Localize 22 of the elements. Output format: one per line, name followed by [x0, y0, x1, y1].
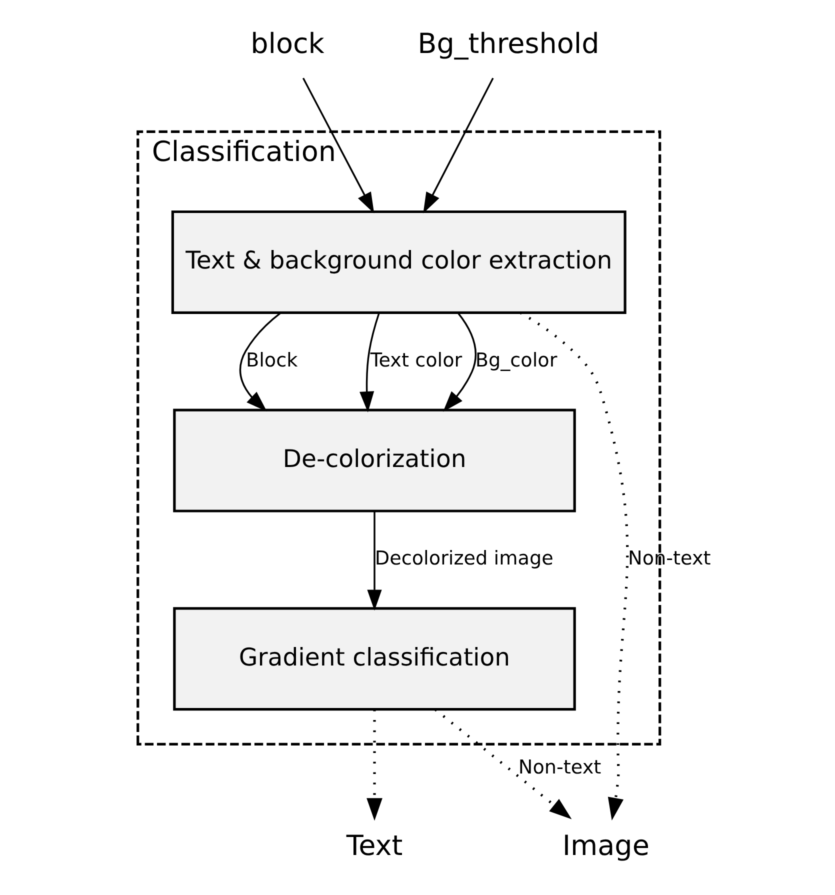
node-text: block — [250, 27, 324, 60]
node-text: Image — [562, 829, 649, 862]
arrow — [359, 312, 380, 412]
node-box: De-colorization — [172, 408, 576, 512]
arrow — [302, 78, 374, 214]
edge-label: Block — [245, 348, 298, 372]
edge-label: Text color — [370, 348, 462, 372]
edge-label: Non-text — [518, 755, 601, 778]
arrow — [238, 312, 280, 412]
arrow — [519, 312, 628, 820]
arrow — [366, 710, 382, 821]
arrow — [434, 708, 572, 820]
arrow — [442, 312, 476, 412]
node-text: Text — [346, 829, 402, 862]
arrow — [366, 511, 382, 611]
edge-label: Decolorized image — [374, 546, 553, 570]
arrow — [422, 78, 494, 214]
edge-label: Non-text — [628, 546, 710, 570]
node-text: Bg_threshold — [417, 27, 599, 60]
edge-label: Bg_color — [474, 348, 557, 372]
node-box: Gradient classification — [172, 607, 576, 711]
node-box: Text & background color extraction — [170, 210, 626, 314]
